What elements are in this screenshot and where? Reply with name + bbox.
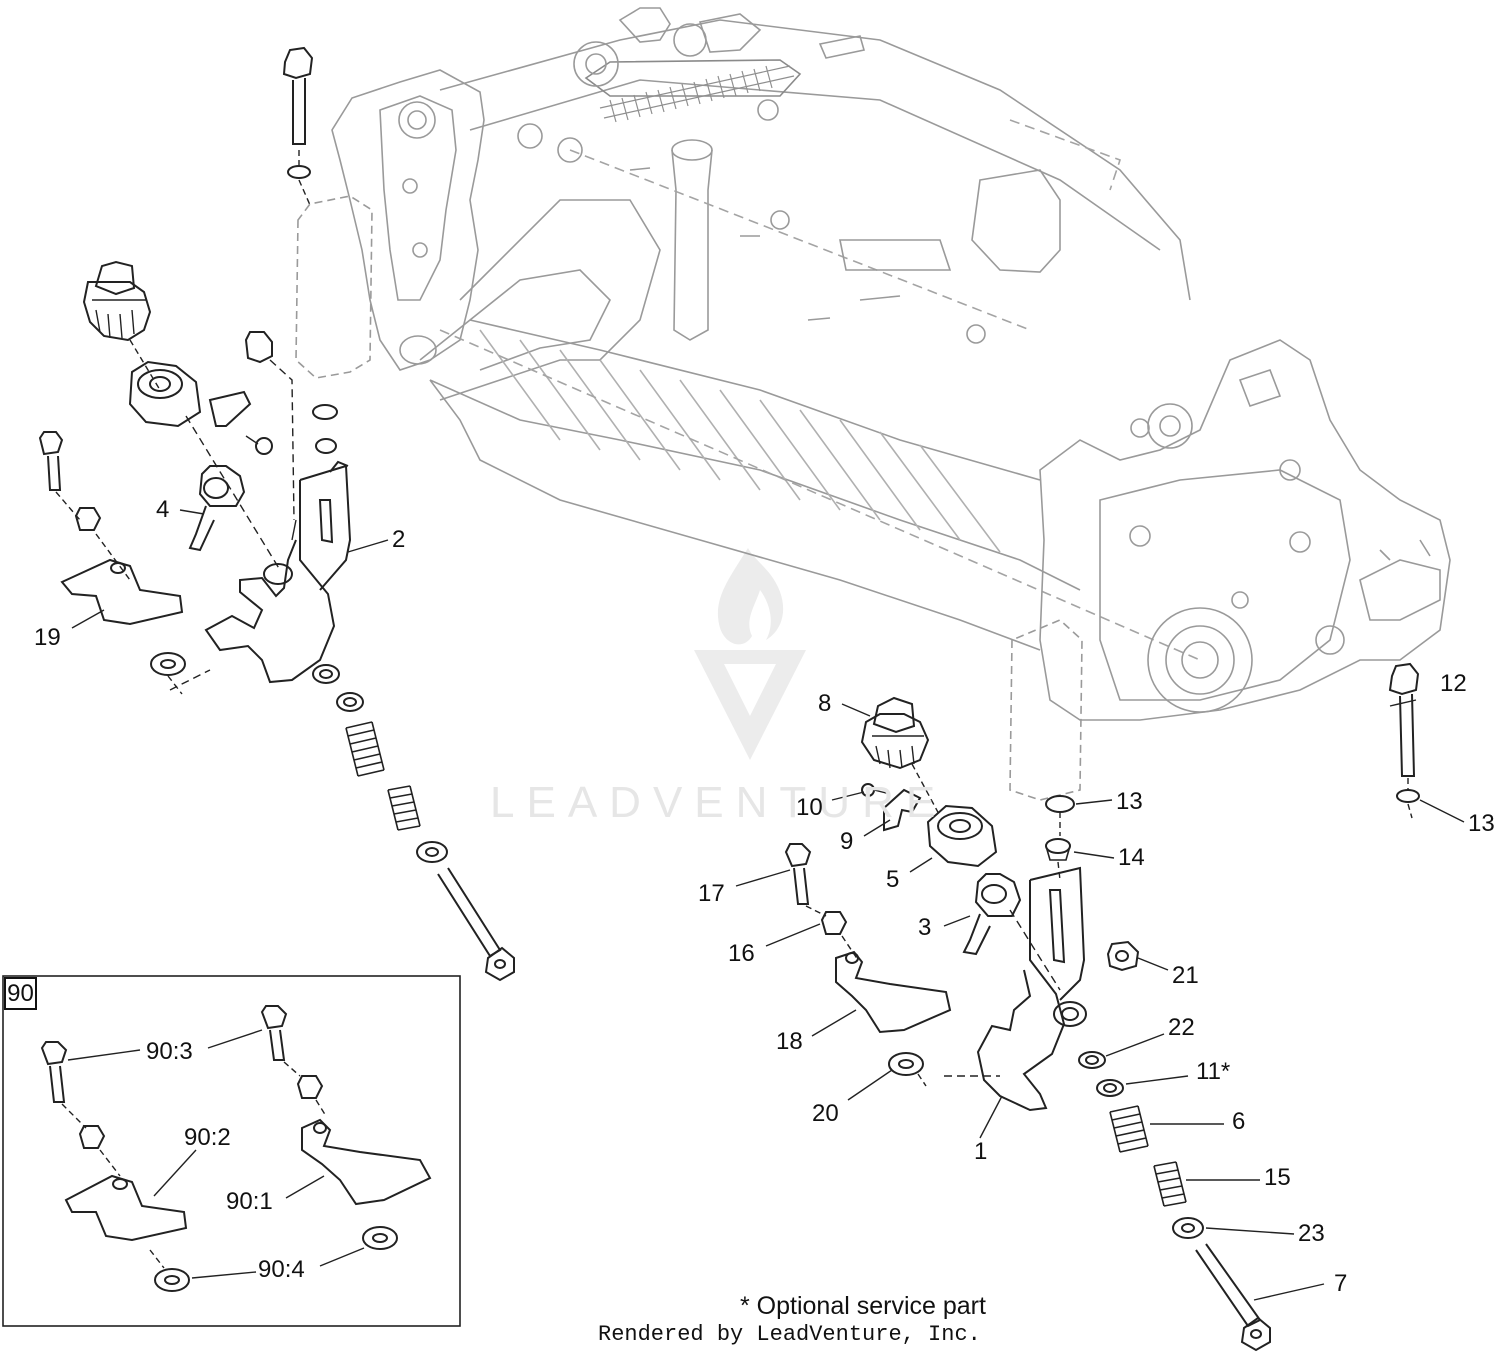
reel-frame-assembly <box>295 7 1451 801</box>
inset-90-drawing <box>2 975 461 1327</box>
callout-12: 12 <box>1440 670 1467 697</box>
callout-13-upper: 13 <box>1116 788 1143 815</box>
foreground-parts <box>38 46 1420 1352</box>
callout-22: 22 <box>1168 1014 1195 1041</box>
leader-lines <box>71 509 1465 1301</box>
callout-20: 20 <box>812 1100 839 1127</box>
callout-3: 3 <box>918 914 932 941</box>
callout-23: 23 <box>1298 1220 1325 1247</box>
callout-15: 15 <box>1264 1164 1291 1191</box>
callout-1: 1 <box>974 1138 988 1165</box>
watermark-text: LEADVENTURE <box>490 778 948 827</box>
callout-9: 9 <box>840 828 854 855</box>
callout-6: 6 <box>1232 1108 1246 1135</box>
callout-8: 8 <box>818 690 832 717</box>
inset-title: 90 <box>4 977 37 1010</box>
callout-90-1: 90:1 <box>226 1188 273 1215</box>
callout-11: 11* <box>1196 1058 1231 1085</box>
callout-90-4: 90:4 <box>258 1256 305 1283</box>
callout-5: 5 <box>886 866 900 893</box>
footnote: * Optional service part <box>740 1292 986 1320</box>
callout-19: 19 <box>34 624 61 651</box>
credit-line: Rendered by LeadVenture, Inc. <box>598 1322 981 1347</box>
callout-90-2: 90:2 <box>184 1124 231 1151</box>
callout-17: 17 <box>698 880 725 907</box>
callout-2: 2 <box>392 526 406 553</box>
callout-16: 16 <box>728 940 755 967</box>
callout-18: 18 <box>776 1028 803 1055</box>
callout-10: 10 <box>796 794 823 821</box>
callout-90-3: 90:3 <box>146 1038 193 1065</box>
callout-7: 7 <box>1334 1270 1348 1297</box>
callout-21: 21 <box>1172 962 1199 989</box>
callout-14: 14 <box>1118 844 1145 871</box>
callout-13-lower: 13 <box>1468 810 1495 837</box>
watermark-logo <box>694 548 806 760</box>
callout-4: 4 <box>156 496 170 523</box>
